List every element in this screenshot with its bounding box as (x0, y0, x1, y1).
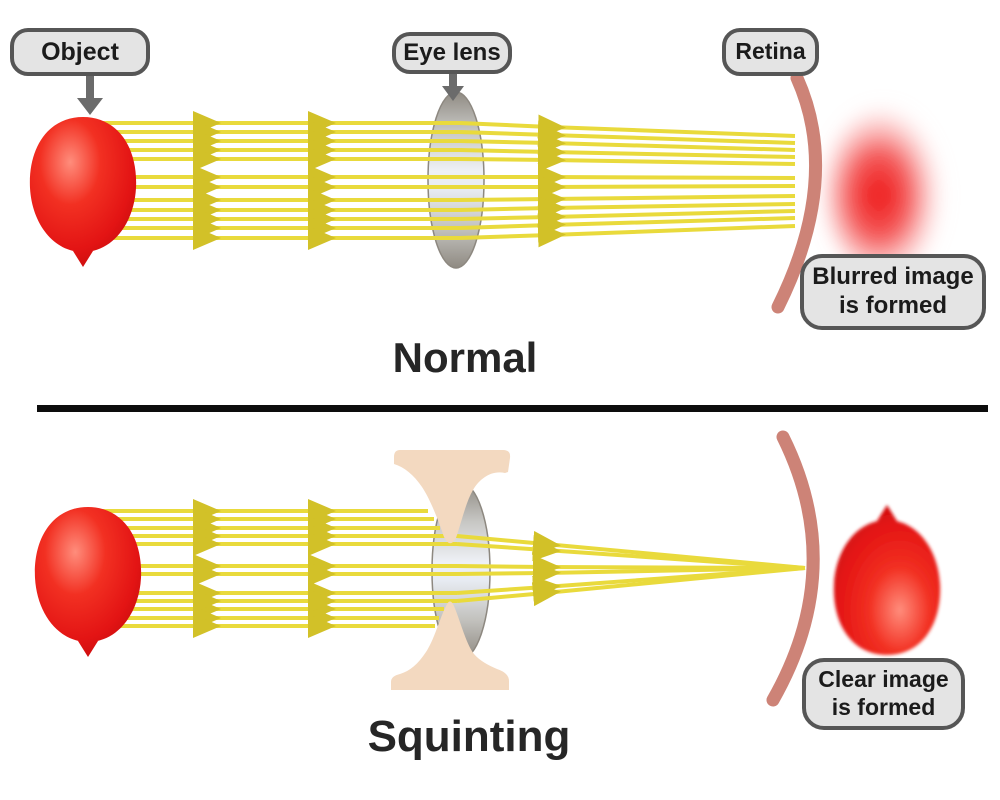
clear-image-label-line1: Clear image (818, 666, 949, 693)
lower-eyelid (391, 601, 509, 690)
blurred-image-label: Blurred image is formed (800, 254, 986, 330)
blurred-image-label-line2: is formed (838, 292, 948, 319)
object-label-text: Object (41, 38, 119, 66)
retina-arc (771, 71, 823, 314)
clear-image-label: Clear image is formed (802, 658, 965, 730)
blurred-image-label-line1: Blurred image (812, 263, 974, 291)
clear-image-balloon (833, 505, 941, 655)
upper-eyelid (394, 450, 511, 544)
object-balloon-squinting (34, 507, 142, 657)
object-pointer-arrow (77, 76, 103, 115)
blurred-image-blob (825, 106, 945, 278)
squint-rays-focused (100, 524, 806, 613)
eye-lens (427, 91, 485, 269)
retina-label-text: Retina (735, 38, 806, 65)
normal-panel-title: Normal (392, 334, 538, 381)
retina-label: Retina (722, 28, 819, 76)
eye-lens-pointer-arrow (442, 72, 464, 101)
squinting-panel-title: Squinting (367, 712, 571, 761)
panel-divider-line (37, 405, 988, 412)
clear-image-label-line2: is formed (831, 694, 936, 720)
object-balloon (29, 117, 137, 267)
squinting-panel (34, 430, 941, 707)
retina-arc-squinting (766, 430, 820, 707)
eye-lens-label-text: Eye lens (403, 38, 501, 66)
eye-lens-label: Eye lens (392, 32, 512, 74)
object-label: Object (10, 28, 150, 76)
light-rays-refracted (459, 114, 796, 248)
squint-rays-blocked (100, 499, 444, 638)
light-rays-parallel (100, 111, 460, 250)
normal-panel (29, 71, 945, 314)
